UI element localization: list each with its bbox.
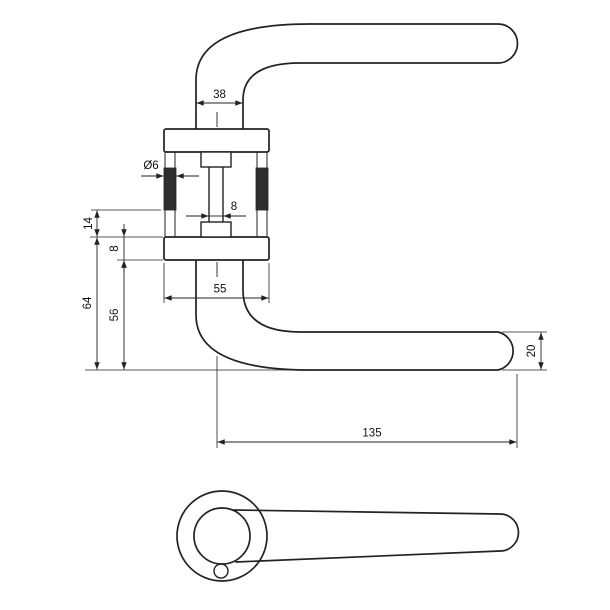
dim-label-64: 64 (82, 296, 94, 309)
dim-label-56: 56 (109, 309, 121, 322)
right-screw (255, 152, 269, 237)
dim-label-spindle-8: 8 (231, 201, 237, 213)
upper-rose (163, 128, 270, 153)
dimension-grip-drop: 56 (109, 260, 127, 370)
dim-label-38: 38 (213, 89, 226, 101)
dimension-screw-diameter: Ø6 (141, 160, 199, 179)
dimension-total-drop: 64 (82, 237, 100, 370)
dimension-lever-length: 135 (216, 356, 518, 448)
dimensions: 38 Ø6 8 14 64 (82, 89, 547, 448)
lower-lever (195, 259, 514, 371)
dim-label-55: 55 (214, 284, 227, 296)
rose-front-inner (193, 507, 251, 565)
left-screw-threads (163, 167, 177, 211)
rose-front-outer (176, 490, 268, 582)
left-screw (163, 152, 177, 237)
dim-label-14: 14 (83, 217, 95, 230)
dimension-rose-thickness: 8 (109, 224, 127, 273)
dim-label-135: 135 (362, 428, 381, 440)
side-view (163, 23, 519, 371)
dim-label-8-rose: 8 (109, 245, 121, 251)
dimension-rose-diameter: 55 (163, 263, 270, 303)
dimension-neck-width: 38 (196, 89, 243, 106)
dimension-grip-thickness: 20 (502, 331, 547, 371)
dimension-spindle-square: 8 (186, 201, 246, 219)
spindle-mechanism (200, 151, 232, 238)
dim-label-screw-diameter: Ø6 (143, 160, 158, 172)
spindle-collar-bottom (200, 221, 232, 238)
right-screw-threads (255, 167, 269, 211)
lower-rose (163, 236, 270, 261)
rose-front-screw-hole (213, 563, 229, 579)
lever-front (232, 509, 520, 563)
spindle-collar-top (200, 151, 232, 168)
front-view (176, 490, 520, 582)
dimension-mech-height: 14 (83, 210, 100, 237)
dim-label-20: 20 (526, 345, 538, 358)
upper-lever (195, 23, 519, 130)
